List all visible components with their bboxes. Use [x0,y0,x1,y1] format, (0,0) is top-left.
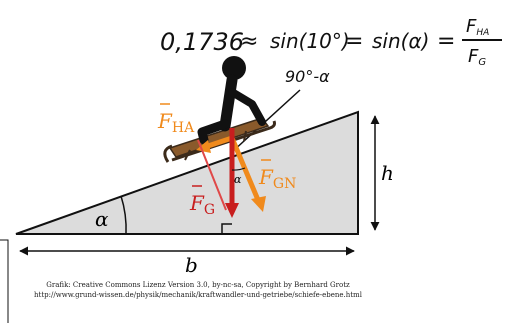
sled-strut-2 [243,130,247,142]
rider-head [222,56,246,80]
f-gn-label: FGN [258,165,296,192]
alpha-label: α [95,207,109,231]
incline-plane [15,110,359,235]
f-ha-arrowhead [196,140,211,153]
rider-figure [197,56,266,145]
f-gn-arrowhead [251,196,266,212]
sled-strut-1 [184,149,191,161]
equation-approx: ≈ [240,29,258,54]
fraction-numerator: FHA [466,16,489,38]
equation-sin-ten: sin(10°) [270,29,350,53]
equation: 0,1736 ≈ sin(10°) = sin(α) = FHA FG [160,16,502,68]
rider-torso [219,74,238,132]
f-g-label: FG [189,191,215,218]
angle-note: 90°-α [285,67,330,86]
sled-runner [171,120,276,162]
equation-sin-alpha: sin(α) [372,29,429,53]
force-f-gn [229,137,266,212]
left-frame-edge [0,239,9,323]
force-f-ha [196,135,233,153]
rider-arm [228,88,266,126]
sled-runner-lower [163,144,173,163]
angle-pointer-line [231,89,301,153]
rider-leg [197,119,230,145]
f-ha-guide-line [197,139,227,211]
credit-line-1: Grafik: Creative Commons Lizenz Version … [46,281,350,289]
height-label: h [381,161,394,185]
inner-angle-arc [231,167,246,171]
force-f-g [225,128,239,218]
fraction-denominator: FG [468,46,486,68]
f-ha-arrow [204,135,233,150]
equation-value: 0,1736 [160,28,244,56]
sled [163,117,276,163]
equation-equals-2: = [437,29,455,54]
base-label: b [185,253,198,277]
inner-alpha-label: α [234,173,242,186]
f-g-arrowhead [225,203,239,218]
equation-equals-1: = [345,29,363,54]
right-angle-marker [221,223,232,234]
credit-line-2: http://www.grund-wissen.de/physik/mechan… [34,291,363,299]
f-gn-arrow [229,137,261,201]
alpha-arc [120,195,127,235]
f-ha-label: FHA [157,109,195,136]
